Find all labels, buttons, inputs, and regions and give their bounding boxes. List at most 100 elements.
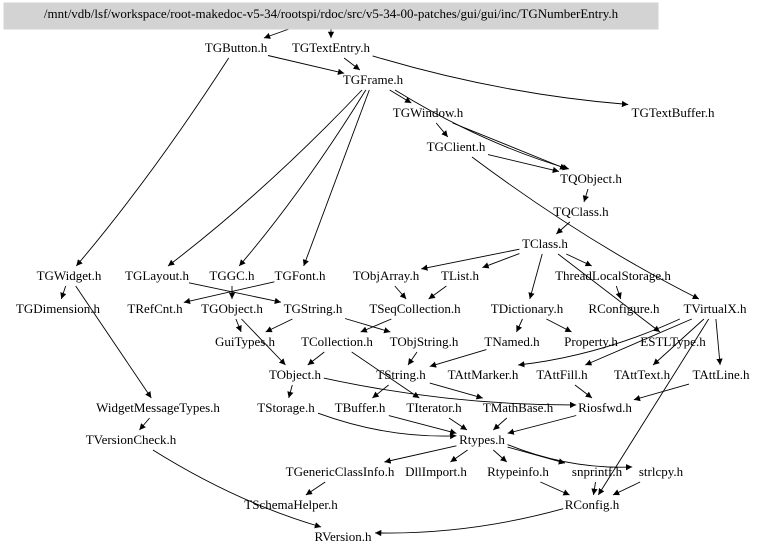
node-tgbutton[interactable]: TGButton.h — [205, 40, 268, 55]
node-tbuffer[interactable]: TBuffer.h — [335, 400, 386, 415]
node-label: TGWidget.h — [37, 268, 102, 283]
node-tgfont[interactable]: TGFont.h — [275, 268, 326, 283]
node-widgetmessagetypes[interactable]: WidgetMessageTypes.h — [96, 400, 220, 415]
node-tclass[interactable]: TClass.h — [522, 236, 568, 251]
node-tnamed[interactable]: TNamed.h — [484, 334, 540, 349]
node-tgtextentry[interactable]: TGTextEntry.h — [292, 40, 371, 55]
node-label: RConfigure.h — [588, 301, 660, 316]
node-tattmarker[interactable]: TAttMarker.h — [448, 367, 519, 382]
edge-tgframe-to-tqobject — [394, 89, 570, 171]
node-tgclient[interactable]: TGClient.h — [427, 139, 486, 154]
node-estltype[interactable]: ESTLType.h — [640, 334, 706, 349]
node-rconfig[interactable]: RConfig.h — [565, 497, 620, 512]
node-tgframe[interactable]: TGFrame.h — [343, 72, 404, 87]
edge-root-to-tgbutton — [263, 28, 290, 39]
node-label: TDictionary.h — [491, 301, 564, 316]
node-label: TGTextEntry.h — [292, 40, 371, 55]
edges-layer — [60, 28, 723, 537]
node-label: TIterator.h — [406, 400, 462, 415]
node-tobjstring[interactable]: TObjString.h — [390, 334, 459, 349]
node-tqclass[interactable]: TQClass.h — [553, 204, 609, 219]
node-tglayout[interactable]: TGLayout.h — [125, 268, 189, 283]
node-label: TBuffer.h — [335, 400, 386, 415]
node-tstorage[interactable]: TStorage.h — [257, 400, 315, 415]
edge-tgfont-to-trefcnt — [183, 281, 275, 305]
node-titerator[interactable]: TIterator.h — [406, 400, 462, 415]
node-tattfill[interactable]: TAttFill.h — [536, 367, 588, 382]
node-label: TGDimension.h — [16, 301, 101, 316]
node-tgenericclassinfo[interactable]: TGenericClassInfo.h — [286, 464, 395, 479]
node-label: TStorage.h — [257, 400, 315, 415]
edge-tclass-to-tlist — [482, 253, 520, 269]
node-tdictionary[interactable]: TDictionary.h — [491, 301, 564, 316]
edge-rtypes-to-rtypeinfo — [492, 449, 508, 463]
node-label: TGTextBuffer.h — [632, 105, 715, 120]
node-label: TGButton.h — [205, 40, 268, 55]
node-label: TQObject.h — [560, 171, 622, 186]
edge-tclass-to-threadlocalstorage — [566, 253, 592, 267]
edge-tgframe-to-tglayout — [167, 89, 363, 267]
node-label: TSeqCollection.h — [369, 301, 461, 316]
node-tgdimension[interactable]: TGDimension.h — [16, 301, 101, 316]
node-rversion[interactable]: RVersion.h — [314, 529, 372, 544]
node-snprintf[interactable]: snprintf.h — [572, 464, 623, 479]
node-property[interactable]: Property.h — [564, 334, 618, 349]
edge-tmathbase-to-rtypes — [492, 417, 508, 431]
node-label: TGObject.h — [201, 301, 263, 316]
node-label: TCollection.h — [301, 334, 373, 349]
node-tlist[interactable]: TList.h — [441, 268, 479, 283]
node-root[interactable]: /mnt/vdb/lsf/workspace/root-makedoc-v5-3… — [3, 2, 659, 30]
node-tqobject[interactable]: TQObject.h — [560, 171, 622, 186]
edge-tattfill-to-riosfwd — [574, 384, 593, 399]
node-tschemahelper[interactable]: TSchemaHelper.h — [244, 497, 338, 512]
node-riosfwd[interactable]: Riosfwd.h — [578, 400, 632, 415]
edge-tgwindow-to-tgclient — [435, 122, 449, 138]
edge-tclass-to-estltype — [557, 253, 661, 333]
node-tobject[interactable]: TObject.h — [269, 367, 322, 382]
node-strlcpy[interactable]: strlcpy.h — [639, 464, 684, 479]
edge-tvirtualx-to-tattline — [715, 318, 723, 366]
edge-tgwidget-to-widgetmessagetypes — [75, 285, 152, 399]
node-tgwidget[interactable]: TGWidget.h — [37, 268, 102, 283]
node-tgtextbuffer[interactable]: TGTextBuffer.h — [632, 105, 715, 120]
node-tgobject[interactable]: TGObject.h — [201, 301, 263, 316]
node-tversioncheck[interactable]: TVersionCheck.h — [86, 432, 177, 447]
node-tcollection[interactable]: TCollection.h — [301, 334, 373, 349]
node-tatttext[interactable]: TAttText.h — [614, 367, 671, 382]
node-trefcnt[interactable]: TRefCnt.h — [127, 301, 183, 316]
edge-tgframe-to-tgfont — [302, 89, 370, 267]
node-label: TObjArray.h — [353, 268, 420, 283]
nodes-layer: /mnt/vdb/lsf/workspace/root-makedoc-v5-3… — [3, 2, 750, 544]
edge-tversioncheck-to-rversion — [152, 449, 322, 529]
node-rconfigure[interactable]: RConfigure.h — [588, 301, 660, 316]
edge-threadlocalstorage-to-rconfigure — [615, 285, 622, 300]
node-label: TVirtualX.h — [683, 301, 747, 316]
node-dllimport[interactable]: DllImport.h — [405, 464, 467, 479]
node-threadlocalstorage[interactable]: ThreadLocalStorage.h — [555, 268, 671, 283]
node-label: TAttText.h — [614, 367, 671, 382]
node-guitypes[interactable]: GuiTypes.h — [215, 334, 276, 349]
node-tvirtualx[interactable]: TVirtualX.h — [683, 301, 747, 316]
node-rtypes[interactable]: Rtypes.h — [459, 432, 505, 447]
node-tggc[interactable]: TGGC.h — [209, 268, 255, 283]
node-label: TAttMarker.h — [448, 367, 519, 382]
node-tattline[interactable]: TAttLine.h — [692, 367, 750, 382]
node-label: TQClass.h — [553, 204, 609, 219]
edge-tqobject-to-tqclass — [582, 188, 589, 203]
edge-strlcpy-to-rconfig — [612, 481, 641, 496]
edge-tglayout-to-tgstring — [188, 282, 282, 304]
node-tseqcollection[interactable]: TSeqCollection.h — [369, 301, 461, 316]
node-label: TObjString.h — [390, 334, 459, 349]
edge-tcollection-to-tobject — [307, 351, 325, 366]
node-label: Rtypeinfo.h — [487, 464, 549, 479]
node-tgwindow[interactable]: TGWindow.h — [393, 105, 464, 120]
edge-tnamed-to-tstring — [429, 349, 487, 368]
edge-tcollection-to-titerator — [351, 351, 420, 399]
node-tmathbase[interactable]: TMathBase.h — [483, 400, 554, 415]
node-tobjarray[interactable]: TObjArray.h — [353, 268, 420, 283]
edge-tgclient-to-tqobject — [487, 154, 560, 174]
node-label: ESTLType.h — [640, 334, 706, 349]
node-tstring[interactable]: TString.h — [376, 367, 426, 382]
node-tgstring[interactable]: TGString.h — [284, 301, 343, 316]
node-rtypeinfo[interactable]: Rtypeinfo.h — [487, 464, 549, 479]
